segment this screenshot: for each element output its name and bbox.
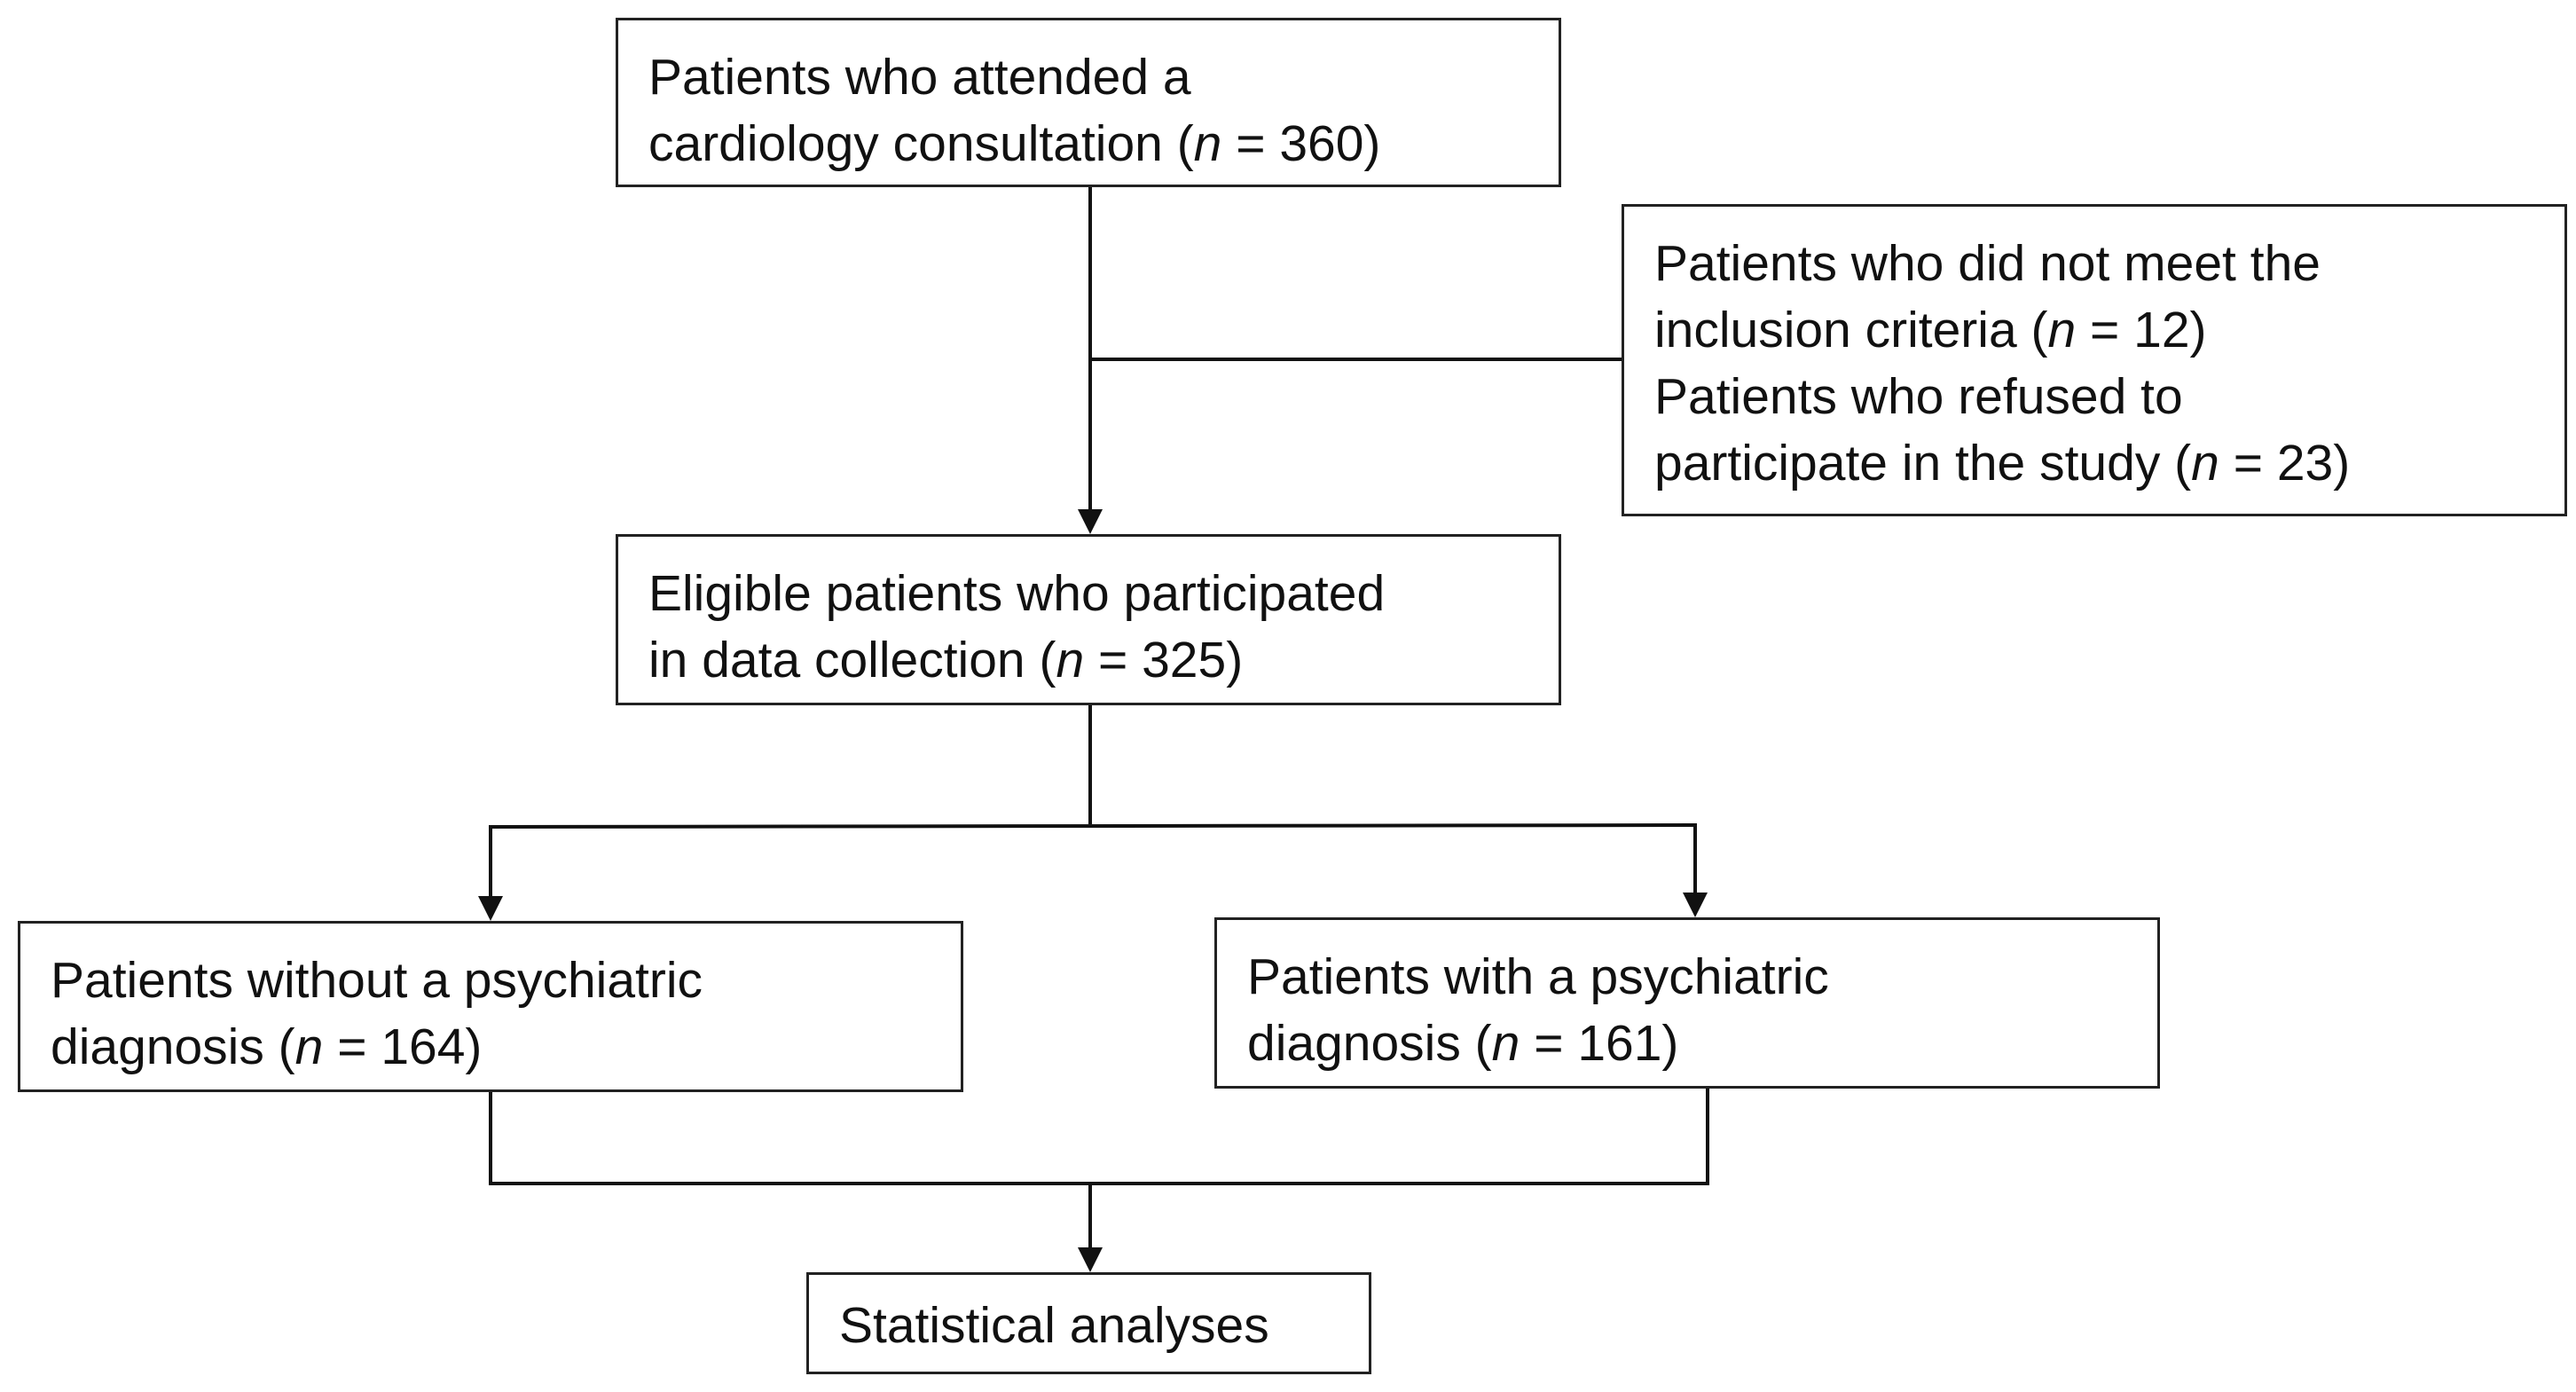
connector-split xyxy=(488,823,1698,829)
n-symbol: n xyxy=(1193,115,1222,172)
consultation-line-2: cardiology consultation (n = 360) xyxy=(648,111,1559,177)
stats-label: Statistical analyses xyxy=(839,1297,1269,1354)
no-psychiatric-diagnosis-box: Patients without a psychiatric diagnosis… xyxy=(18,921,963,1092)
excluded-inclusion-count: = 12) xyxy=(2076,302,2207,358)
excluded-line-3: Patients who refused to xyxy=(1654,368,2183,425)
consultation-box: Patients who attended a cardiology consu… xyxy=(616,18,1561,187)
psych-line-1: Patients with a psychiatric xyxy=(1247,948,1829,1005)
no-psych-line-2: diagnosis (n = 164) xyxy=(51,1014,961,1081)
psych-count: = 161) xyxy=(1520,1015,1679,1072)
consultation-line-2-prefix: cardiology consultation ( xyxy=(648,115,1194,172)
eligible-line-2-prefix: in data collection ( xyxy=(648,632,1056,688)
arrowhead-psych xyxy=(1683,893,1708,917)
eligible-box: Eligible patients who participated in da… xyxy=(616,534,1561,705)
n-symbol: n xyxy=(1056,632,1085,688)
eligible-count: = 325) xyxy=(1084,632,1244,688)
no-psych-line-2-prefix: diagnosis ( xyxy=(51,1018,295,1075)
eligible-line-2: in data collection (n = 325) xyxy=(648,627,1559,694)
excluded-refused-count: = 23) xyxy=(2219,435,2351,492)
consultation-count: = 360) xyxy=(1221,115,1381,172)
n-symbol: n xyxy=(2191,435,2219,492)
excluded-line-4: participate in the study (n = 23) xyxy=(1654,430,2564,497)
eligible-line-1: Eligible patients who participated xyxy=(648,565,1386,622)
excluded-line-1: Patients who did not meet the xyxy=(1654,235,2321,292)
excluded-line-2: inclusion criteria (n = 12) xyxy=(1654,297,2564,364)
excluded-box: Patients who did not meet the inclusion … xyxy=(1622,204,2567,516)
no-psych-count: = 164) xyxy=(323,1018,483,1075)
psych-line-2-prefix: diagnosis ( xyxy=(1247,1015,1492,1072)
arrowhead-eligible xyxy=(1078,509,1103,534)
n-symbol: n xyxy=(295,1018,324,1075)
statistical-analyses-box: Statistical analyses xyxy=(806,1272,1371,1374)
no-psych-line-1: Patients without a psychiatric xyxy=(51,952,703,1009)
psych-line-2: diagnosis (n = 161) xyxy=(1247,1011,2157,1077)
arrowhead-stats xyxy=(1078,1247,1103,1272)
n-symbol: n xyxy=(1491,1015,1520,1072)
n-symbol: n xyxy=(2047,302,2077,358)
psychiatric-diagnosis-box: Patients with a psychiatric diagnosis (n… xyxy=(1214,917,2160,1089)
excluded-line-2-prefix: inclusion criteria ( xyxy=(1654,302,2048,358)
arrowhead-no-psych xyxy=(478,896,503,921)
consultation-line-1: Patients who attended a xyxy=(648,49,1191,106)
excluded-line-4-prefix: participate in the study ( xyxy=(1654,435,2192,492)
